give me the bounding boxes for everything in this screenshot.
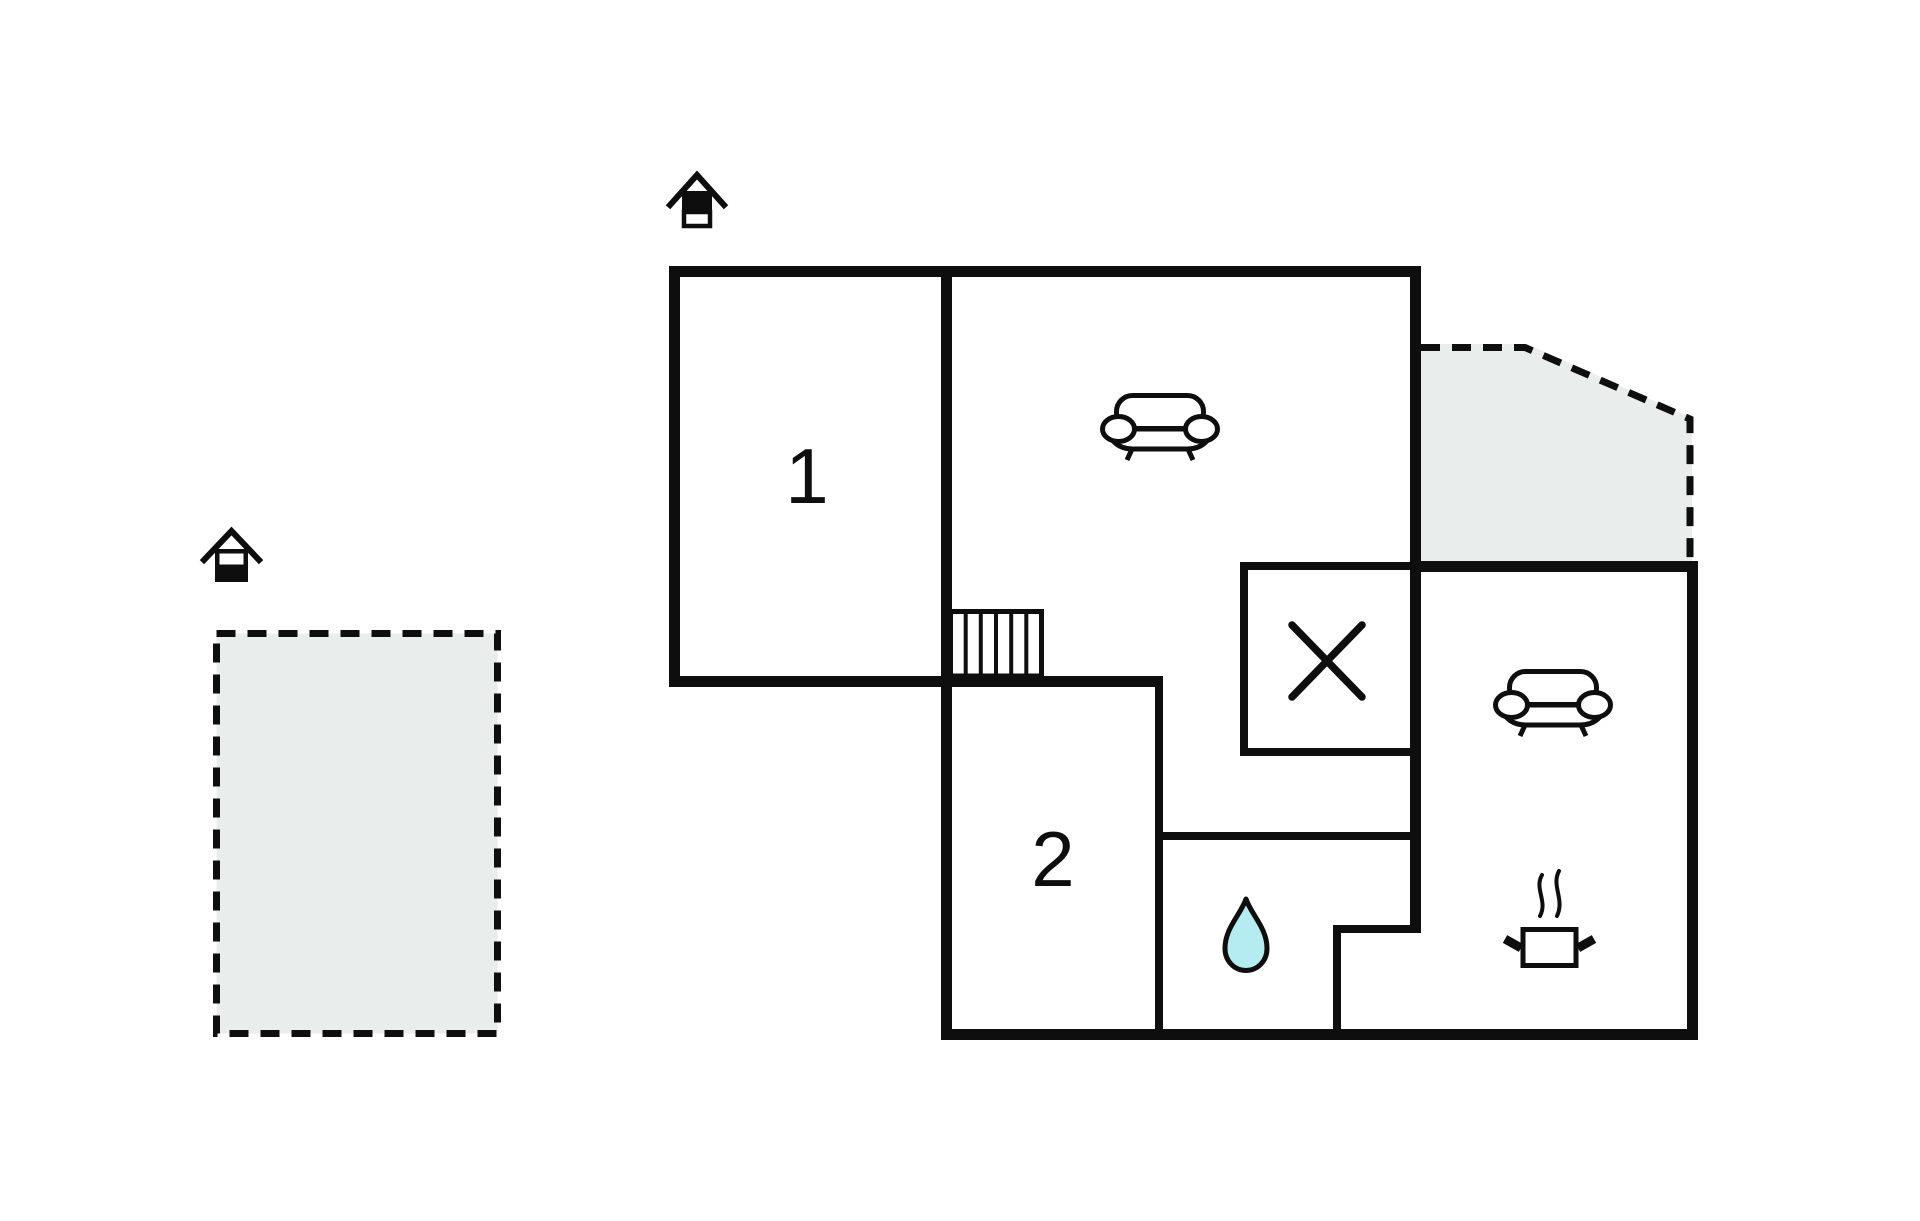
sofa-icon-lounge [1493,669,1613,738]
wall-segment [1240,748,1421,756]
wall-segment [1687,561,1698,1040]
house-icon-body [215,549,248,569]
walls [669,266,1698,1040]
sofa-armrest [1100,414,1137,444]
stairs-treads [963,611,1029,676]
cross-icon [1288,621,1366,701]
house-icon-roof [665,170,729,210]
sofa-icon-living-room [1100,393,1220,462]
steam-line [1537,873,1545,918]
terrace-left [213,630,501,1037]
terrace-top-right-area [1421,344,1692,566]
terrace-left-border [213,630,501,1037]
house-icon-dark-band [215,567,248,582]
wall-segment [1155,676,1163,1040]
wall-segment [1240,562,1421,570]
wall-segment [941,277,952,1040]
steam-line [1554,869,1562,918]
wall-segment [1240,562,1248,756]
sofa-armrest [1493,690,1530,720]
wall-segment [669,266,1420,277]
terrace-left-area [216,633,498,1034]
house-icon-body [681,209,713,229]
water-drop-icon [1222,896,1270,973]
wall-segment [941,1029,1698,1040]
wall-segment [1335,925,1421,933]
stairs-icon [948,609,1044,679]
wall-segment [1410,266,1421,933]
cooking-pot-icon [1502,869,1597,968]
terrace-top-right [1421,344,1694,566]
wall-segment [669,266,680,687]
sofa-armrest [1576,690,1613,720]
room-2-label: 2 [1031,815,1074,903]
pot-body [1520,927,1579,968]
wall-segment [1155,832,1421,840]
room-1-label: 1 [785,432,828,520]
wall-segment [1333,925,1341,1040]
house-icon-roof [199,526,264,565]
entrance-house-icon-left [199,526,264,582]
entrance-house-icon-top [665,170,729,229]
wall-segment [1410,561,1698,572]
house-icon-dark-band [682,191,712,211]
pot-handles [1502,935,1597,952]
terrace-top-right-border [1421,344,1694,561]
sofa-armrest [1183,414,1220,444]
wall-segment [669,676,1163,687]
